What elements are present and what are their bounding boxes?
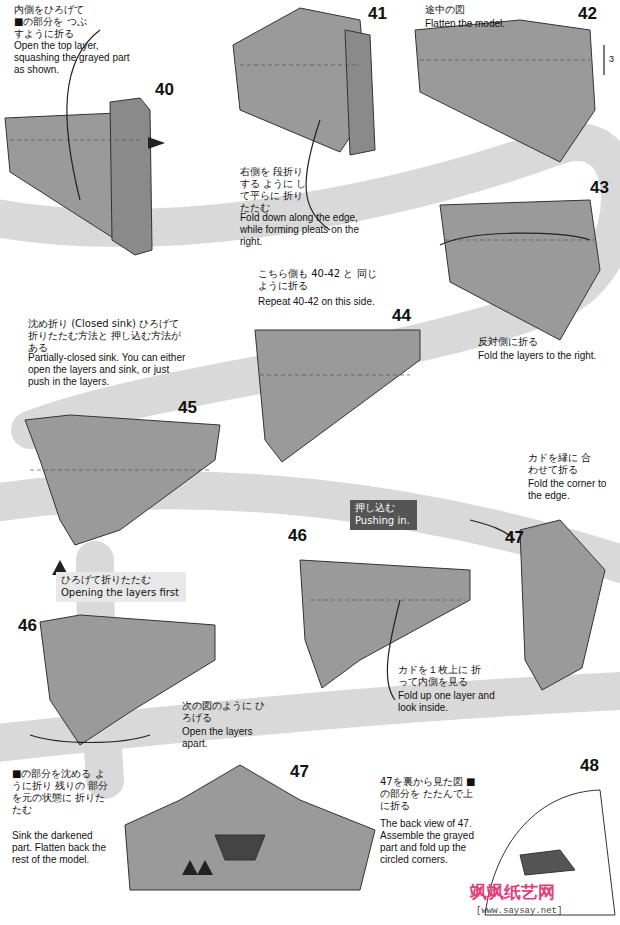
step-number: 42: [578, 4, 597, 24]
instruction-ja: 右側を 段折りする ように して平らに 折りたたむ: [240, 166, 312, 214]
instruction-en: Fold the layers to the right.: [478, 350, 608, 362]
technique-en: Opening the layers first: [61, 587, 181, 600]
instruction-ja: 途中の図: [425, 4, 465, 16]
dimension: 3: [609, 54, 614, 65]
instruction-ja: ■の部分を沈める ように折り 残りの 部分を元の状態に 折りたたむ: [12, 768, 112, 816]
instruction-en: Repeat 40-42 on this side.: [258, 296, 388, 308]
instruction-en: The back view of 47. Assemble the grayed…: [380, 818, 480, 866]
step-number: 47: [505, 528, 524, 548]
technique-banner: ひろげて折りたたむOpening the layers first: [56, 572, 186, 602]
step-number: 46: [288, 526, 307, 546]
technique-en: Pushing in.: [355, 515, 412, 528]
step-number: 43: [590, 178, 609, 198]
step-number: 45: [178, 398, 197, 418]
instruction-ja: 反対側に折る: [478, 336, 538, 348]
instruction-ja: こちら側も 40-42 と 同じように折る: [258, 268, 378, 292]
watermark: 飒飒纸艺网: [470, 882, 555, 902]
instruction-ja: 内側をひろげて ■の部分を つぶすように折る: [14, 4, 94, 40]
instruction-ja: カドを縁に 合わせて折る: [528, 452, 598, 476]
instruction-en: Fold down along the edge, while forming …: [240, 212, 380, 248]
instruction-en: Fold the corner to the edge.: [528, 478, 613, 502]
instruction-en: Open the top layer, squashing the grayed…: [14, 40, 134, 76]
instruction-ja: 次の図のように ひろげる: [182, 700, 272, 724]
step-number: 40: [155, 80, 174, 100]
step-number: 41: [368, 4, 387, 24]
technique-ja: ひろげて折りたたむ: [61, 574, 181, 587]
instruction-en: Fold up one layer and look inside.: [398, 690, 508, 714]
instruction-ja: 沈め折り (Closed sink) ひろげて折りたたむ方法と 押し込む方法があ…: [28, 318, 188, 354]
instruction-en: Flatten the model.: [425, 18, 505, 30]
step-number: 46: [18, 616, 37, 636]
watermark-url: [www.saysay.net]: [476, 906, 562, 917]
technique-tag: 押し込むPushing in.: [350, 500, 417, 530]
instruction-en: Partially-closed sink. You can either op…: [28, 352, 188, 388]
instruction-en: Sink the darkened part. Flatten back the…: [12, 830, 112, 866]
instruction-ja: カドを１枚上に 折って内側を見る: [398, 664, 488, 688]
step-number: 44: [392, 306, 411, 326]
instruction-ja: 47を裏から見た図 ■の部分を たたんで上に折る: [380, 776, 480, 812]
step-number: 48: [580, 756, 599, 776]
step-number: 47: [290, 762, 309, 782]
technique-ja: 押し込む: [355, 502, 412, 515]
instruction-en: Open the layers apart.: [182, 726, 272, 750]
